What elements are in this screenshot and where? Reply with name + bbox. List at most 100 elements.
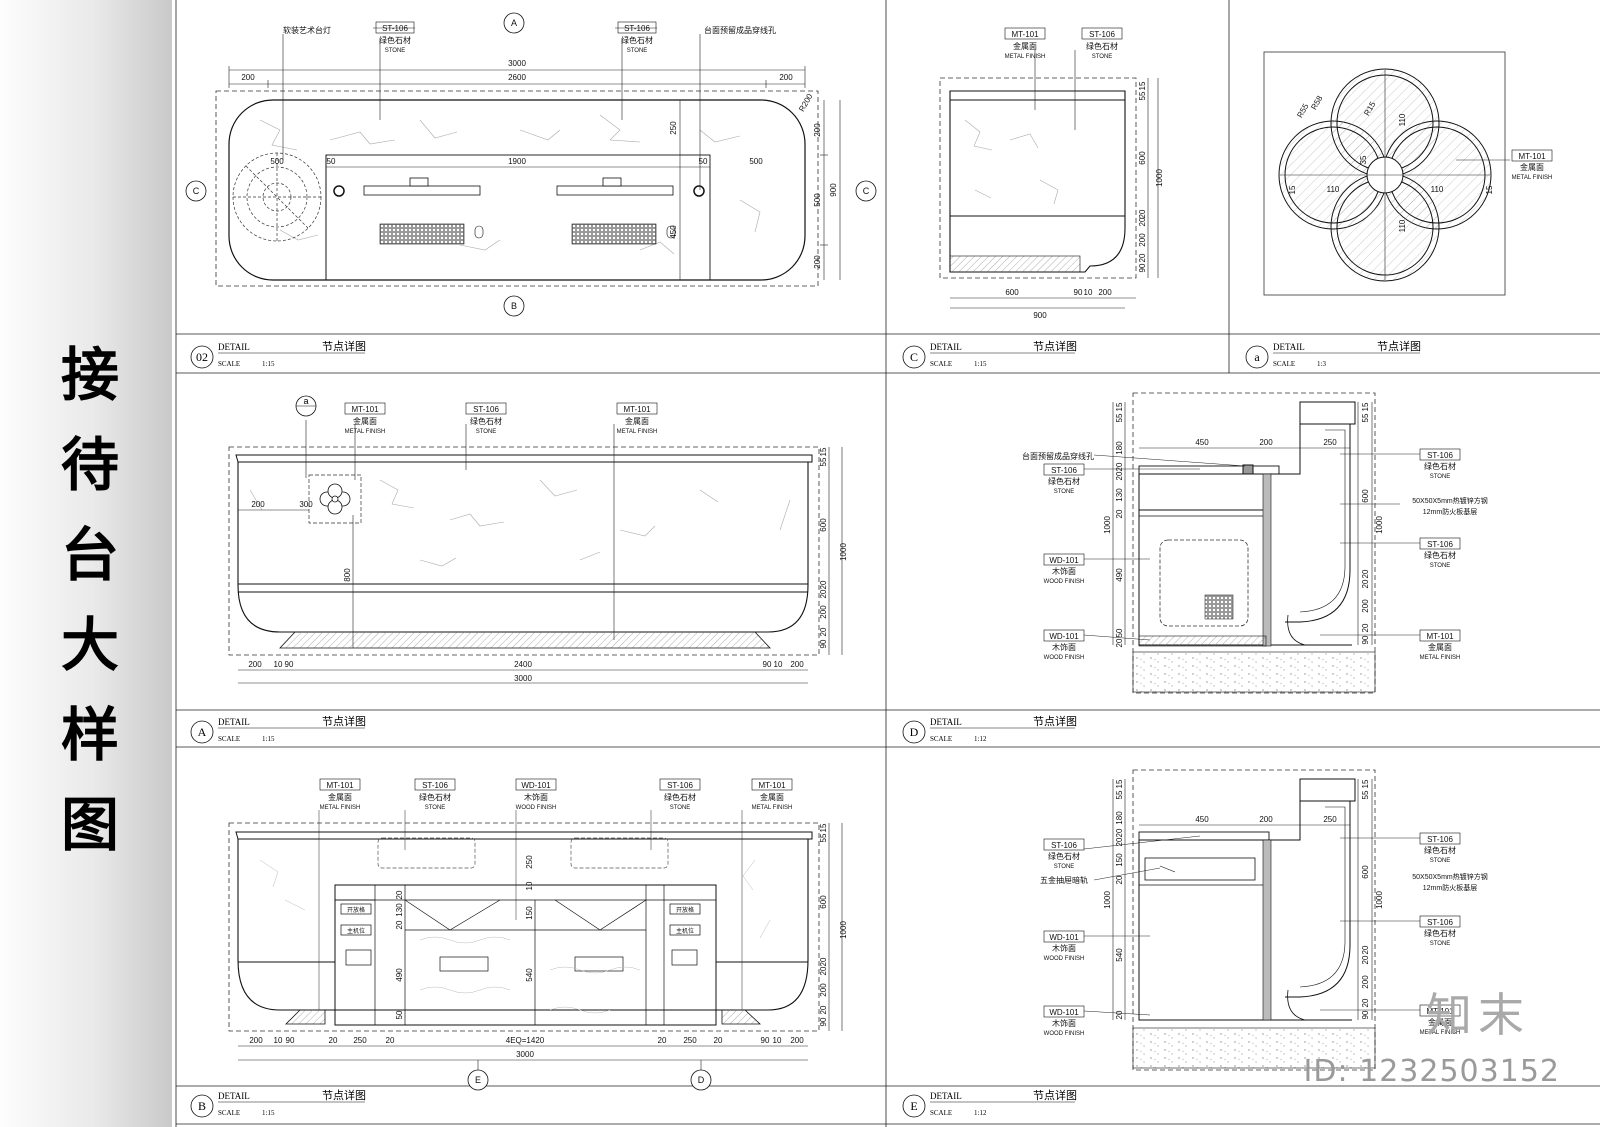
dim-text: 20 bbox=[819, 580, 828, 589]
dim-text: 20 bbox=[329, 1036, 338, 1045]
material-cn: 金属面 bbox=[625, 416, 649, 426]
material-cn: 绿色石材 bbox=[664, 792, 696, 802]
detail-label: DETAIL bbox=[930, 1091, 962, 1101]
detail-mark-label: a bbox=[303, 396, 308, 406]
detail-title: 节点详图 bbox=[322, 1088, 366, 1102]
detail-label: DETAIL bbox=[218, 342, 250, 352]
dim-text: 20 bbox=[1115, 462, 1124, 471]
panel-E-section: 450 200 250 15 55 180 20 20 150 20 540 2… bbox=[902, 769, 1488, 1118]
material-en: WOOD FINISH bbox=[1044, 1031, 1085, 1037]
dim-text: 20 bbox=[1138, 253, 1147, 262]
dim-text: 540 bbox=[525, 968, 534, 982]
device-label: 开放格 bbox=[347, 906, 365, 914]
detail-number: A bbox=[198, 725, 207, 739]
dim-text: 20 bbox=[1361, 955, 1370, 964]
dim-text: 55 bbox=[1115, 413, 1124, 422]
dim-text: 3000 bbox=[508, 59, 526, 68]
dim-text: R55 bbox=[1295, 102, 1310, 120]
dim-text: 200 bbox=[249, 1036, 263, 1045]
material-cn: 金属面 bbox=[1428, 642, 1452, 652]
material-cn: 金属面 bbox=[1013, 41, 1037, 51]
socket-icon bbox=[439, 956, 624, 972]
material-code: MT-101 bbox=[1426, 1007, 1454, 1016]
material-code: WD-101 bbox=[1049, 632, 1079, 641]
panel-D-section: 450 200 250 15 55 180 20 20 130 20 490 5… bbox=[902, 392, 1488, 744]
dim-text: 20 bbox=[395, 920, 404, 929]
dim-text: R200 bbox=[797, 92, 815, 114]
material-cn: 绿色石材 bbox=[379, 35, 411, 45]
material-en: METAL FINISH bbox=[752, 805, 793, 811]
table-lamp-icon bbox=[232, 152, 322, 242]
dim-text: 110 bbox=[1327, 185, 1340, 194]
sheet-title: 接待台大样图 bbox=[60, 341, 119, 859]
dim-text: 20 bbox=[1115, 509, 1124, 518]
scale-label: SCALE bbox=[218, 1109, 240, 1117]
material-en: STONE bbox=[1430, 941, 1451, 947]
dim-text: 600 bbox=[819, 518, 828, 532]
material-en: WOOD FINISH bbox=[1044, 655, 1085, 661]
dim-text: 20 bbox=[1115, 638, 1124, 647]
callout-steel: 50X50X5mm热镀锌方钢 bbox=[1412, 872, 1487, 881]
dim-text: 150 bbox=[1115, 853, 1124, 867]
material-en: METAL FINISH bbox=[1420, 655, 1461, 661]
material-cn: 金属面 bbox=[1428, 1017, 1452, 1027]
material-en: METAL FINISH bbox=[617, 429, 658, 435]
keyboard-icon bbox=[379, 223, 676, 245]
dim-text: 10 bbox=[1084, 288, 1093, 297]
callout-board: 12mm防火板基层 bbox=[1423, 883, 1477, 892]
dim-text: 10 bbox=[525, 881, 534, 890]
dim-text: 200 bbox=[1259, 815, 1273, 824]
dim-text: 90 bbox=[1138, 263, 1147, 272]
dim-text: 90 bbox=[1074, 288, 1083, 297]
callout-steel: 50X50X5mm热镀锌方钢 bbox=[1412, 496, 1487, 505]
detail-title: 节点详图 bbox=[322, 339, 366, 353]
section-mark-label: B bbox=[511, 301, 517, 311]
dim-text: 250 bbox=[669, 121, 678, 135]
material-code: MT-101 bbox=[758, 781, 786, 790]
section-mark-label: E bbox=[475, 1075, 481, 1085]
detail-title: 节点详图 bbox=[322, 714, 366, 728]
scale-label: SCALE bbox=[218, 735, 240, 743]
dim-text: 110 bbox=[1398, 113, 1407, 126]
material-cn: 绿色石材 bbox=[1048, 476, 1080, 486]
dim-text: 15 bbox=[1485, 185, 1494, 194]
dim-text: 20 bbox=[1361, 569, 1370, 578]
dim-text: 15 bbox=[1115, 779, 1124, 788]
dim-text: 20 bbox=[1361, 945, 1370, 954]
dim-text: 90 bbox=[1361, 635, 1370, 644]
flower-ornament-icon bbox=[319, 483, 351, 515]
detail-number: 02 bbox=[196, 350, 208, 364]
detail-title: 节点详图 bbox=[1033, 714, 1077, 728]
material-en: METAL FINISH bbox=[320, 805, 361, 811]
dim-text: 500 bbox=[813, 193, 822, 207]
panel-02-plan: 3000 200 2600 200 1900 50 50 500 500 R20… bbox=[185, 12, 877, 369]
detail-number: E bbox=[910, 1099, 917, 1113]
detail-label: DETAIL bbox=[930, 717, 962, 727]
material-en: STONE bbox=[476, 429, 497, 435]
detail-title: 节点详图 bbox=[1377, 339, 1421, 353]
dim-text: 20 bbox=[1115, 837, 1124, 846]
dim-text: 200 bbox=[241, 73, 255, 82]
dim-text: 20 bbox=[1115, 471, 1124, 480]
watermark-logo: 知末 bbox=[1426, 988, 1530, 1042]
callout-hole: 台面预留成品穿线孔 bbox=[1022, 451, 1094, 461]
scale-label: SCALE bbox=[1273, 360, 1295, 368]
material-cn: 木饰面 bbox=[1052, 943, 1076, 953]
material-cn: 绿色石材 bbox=[1424, 461, 1456, 471]
callout-lamp: 软装艺术台灯 bbox=[283, 25, 331, 35]
material-code: WD-101 bbox=[1049, 933, 1079, 942]
material-cn: 金属面 bbox=[1520, 162, 1544, 172]
dim-text: 180 bbox=[1115, 811, 1124, 825]
dim-text: 20 bbox=[714, 1036, 723, 1045]
dim-text: 55 bbox=[819, 457, 828, 466]
detail-title: 节点详图 bbox=[1033, 339, 1077, 353]
material-cn: 绿色石材 bbox=[1086, 41, 1118, 51]
dim-text: 250 bbox=[1323, 815, 1337, 824]
dim-text: 20 bbox=[1138, 209, 1147, 218]
dim-text: 90 bbox=[1361, 1010, 1370, 1019]
dim-text: 50 bbox=[395, 1010, 404, 1019]
material-en: STONE bbox=[385, 48, 406, 54]
dim-text: 55 bbox=[819, 833, 828, 842]
dim-text: 20 bbox=[1115, 828, 1124, 837]
